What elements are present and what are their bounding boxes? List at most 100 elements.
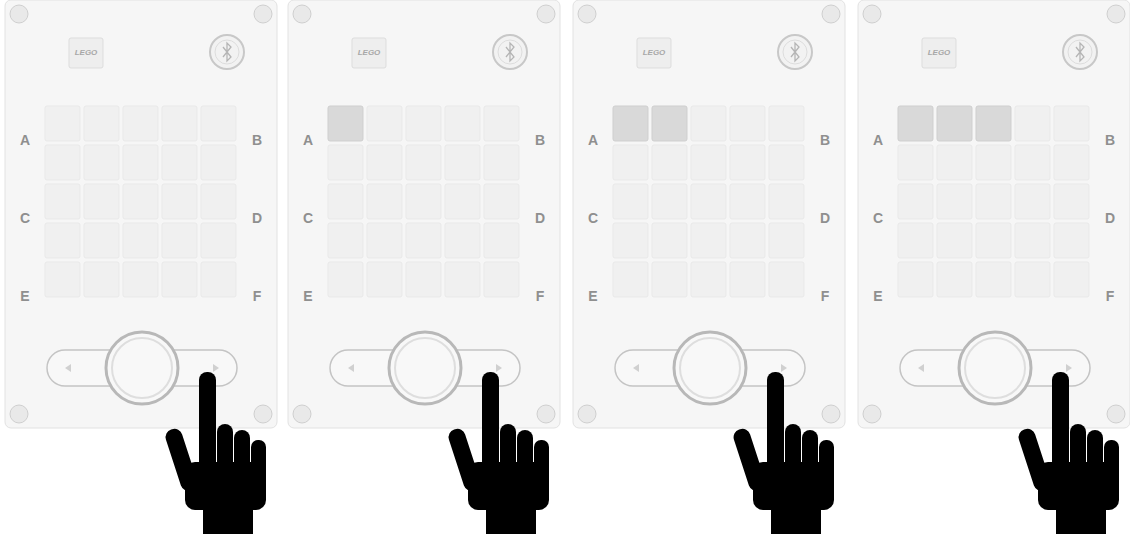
logo-plate <box>637 38 671 68</box>
pixel <box>367 262 402 297</box>
hub-panel <box>858 0 1130 534</box>
logo-plate <box>352 38 386 68</box>
pixel <box>691 184 726 219</box>
pixel <box>1015 145 1050 180</box>
bluetooth-symbol <box>1076 43 1084 61</box>
pixel <box>769 223 804 258</box>
logo-plate <box>922 38 956 68</box>
port-label: E <box>873 289 882 303</box>
port-label: B <box>1105 133 1115 147</box>
bluetooth-symbol <box>791 43 799 61</box>
pixel <box>162 262 197 297</box>
pixel <box>691 106 726 141</box>
pixel <box>484 106 519 141</box>
pixel <box>406 262 441 297</box>
pixel <box>898 223 933 258</box>
pixel <box>769 106 804 141</box>
screw-hole <box>10 405 28 423</box>
screw-hole <box>10 5 28 23</box>
pixel <box>613 223 648 258</box>
bluetooth-symbol <box>506 43 514 61</box>
pixel <box>652 184 687 219</box>
pixel <box>769 184 804 219</box>
center-button <box>959 332 1031 404</box>
pixel <box>613 262 648 297</box>
pixel <box>898 145 933 180</box>
port-label: D <box>252 211 262 225</box>
pixel <box>1054 223 1089 258</box>
port-label: D <box>1105 211 1115 225</box>
port-label: C <box>303 211 313 225</box>
pixel <box>484 184 519 219</box>
screw-hole <box>822 5 840 23</box>
pixel <box>201 223 236 258</box>
center-button <box>106 332 178 404</box>
pixel <box>976 184 1011 219</box>
pixel <box>162 184 197 219</box>
pixel <box>84 184 119 219</box>
pixel <box>123 262 158 297</box>
pixel <box>123 145 158 180</box>
pixel <box>162 106 197 141</box>
pixel <box>201 262 236 297</box>
center-button <box>674 332 746 404</box>
screw-hole <box>254 5 272 23</box>
pixel <box>937 262 972 297</box>
pixel <box>730 223 765 258</box>
pixel <box>445 145 480 180</box>
port-label: F <box>536 289 545 303</box>
pixel <box>123 223 158 258</box>
pixel <box>769 262 804 297</box>
pixel <box>613 145 648 180</box>
screw-hole <box>293 5 311 23</box>
pixel <box>652 223 687 258</box>
logo-text: LEGO <box>75 49 98 57</box>
pixel <box>328 262 363 297</box>
pointing-hand <box>732 372 834 534</box>
pixel <box>937 184 972 219</box>
pixel <box>1054 184 1089 219</box>
pointing-hand <box>164 372 266 534</box>
pixel <box>84 145 119 180</box>
hub-panel <box>5 0 277 534</box>
pixel <box>445 106 480 141</box>
pixel <box>445 223 480 258</box>
pixel <box>201 145 236 180</box>
pixel <box>84 106 119 141</box>
pixel <box>652 145 687 180</box>
pixel <box>45 184 80 219</box>
port-label: E <box>588 289 597 303</box>
center-button <box>389 332 461 404</box>
pixel <box>328 223 363 258</box>
logo-plate <box>69 38 103 68</box>
screw-hole <box>863 5 881 23</box>
port-label: A <box>588 133 598 147</box>
port-label: E <box>303 289 312 303</box>
port-label: B <box>252 133 262 147</box>
pixel <box>162 145 197 180</box>
lit-pixel <box>937 106 972 141</box>
pixel <box>84 223 119 258</box>
pixel <box>484 145 519 180</box>
pixel <box>484 223 519 258</box>
pixel <box>445 184 480 219</box>
pixel <box>691 223 726 258</box>
screw-hole <box>537 405 555 423</box>
pixel <box>328 184 363 219</box>
pixel <box>45 262 80 297</box>
pixel <box>201 106 236 141</box>
pixel <box>691 145 726 180</box>
lit-pixel <box>652 106 687 141</box>
port-label: C <box>588 211 598 225</box>
pixel <box>445 262 480 297</box>
screw-hole <box>537 5 555 23</box>
screw-hole <box>254 405 272 423</box>
port-label: C <box>20 211 30 225</box>
pixel <box>367 106 402 141</box>
screw-hole <box>822 405 840 423</box>
port-label: A <box>873 133 883 147</box>
hub-panel <box>288 0 560 534</box>
pixel <box>201 184 236 219</box>
pixel <box>162 223 197 258</box>
